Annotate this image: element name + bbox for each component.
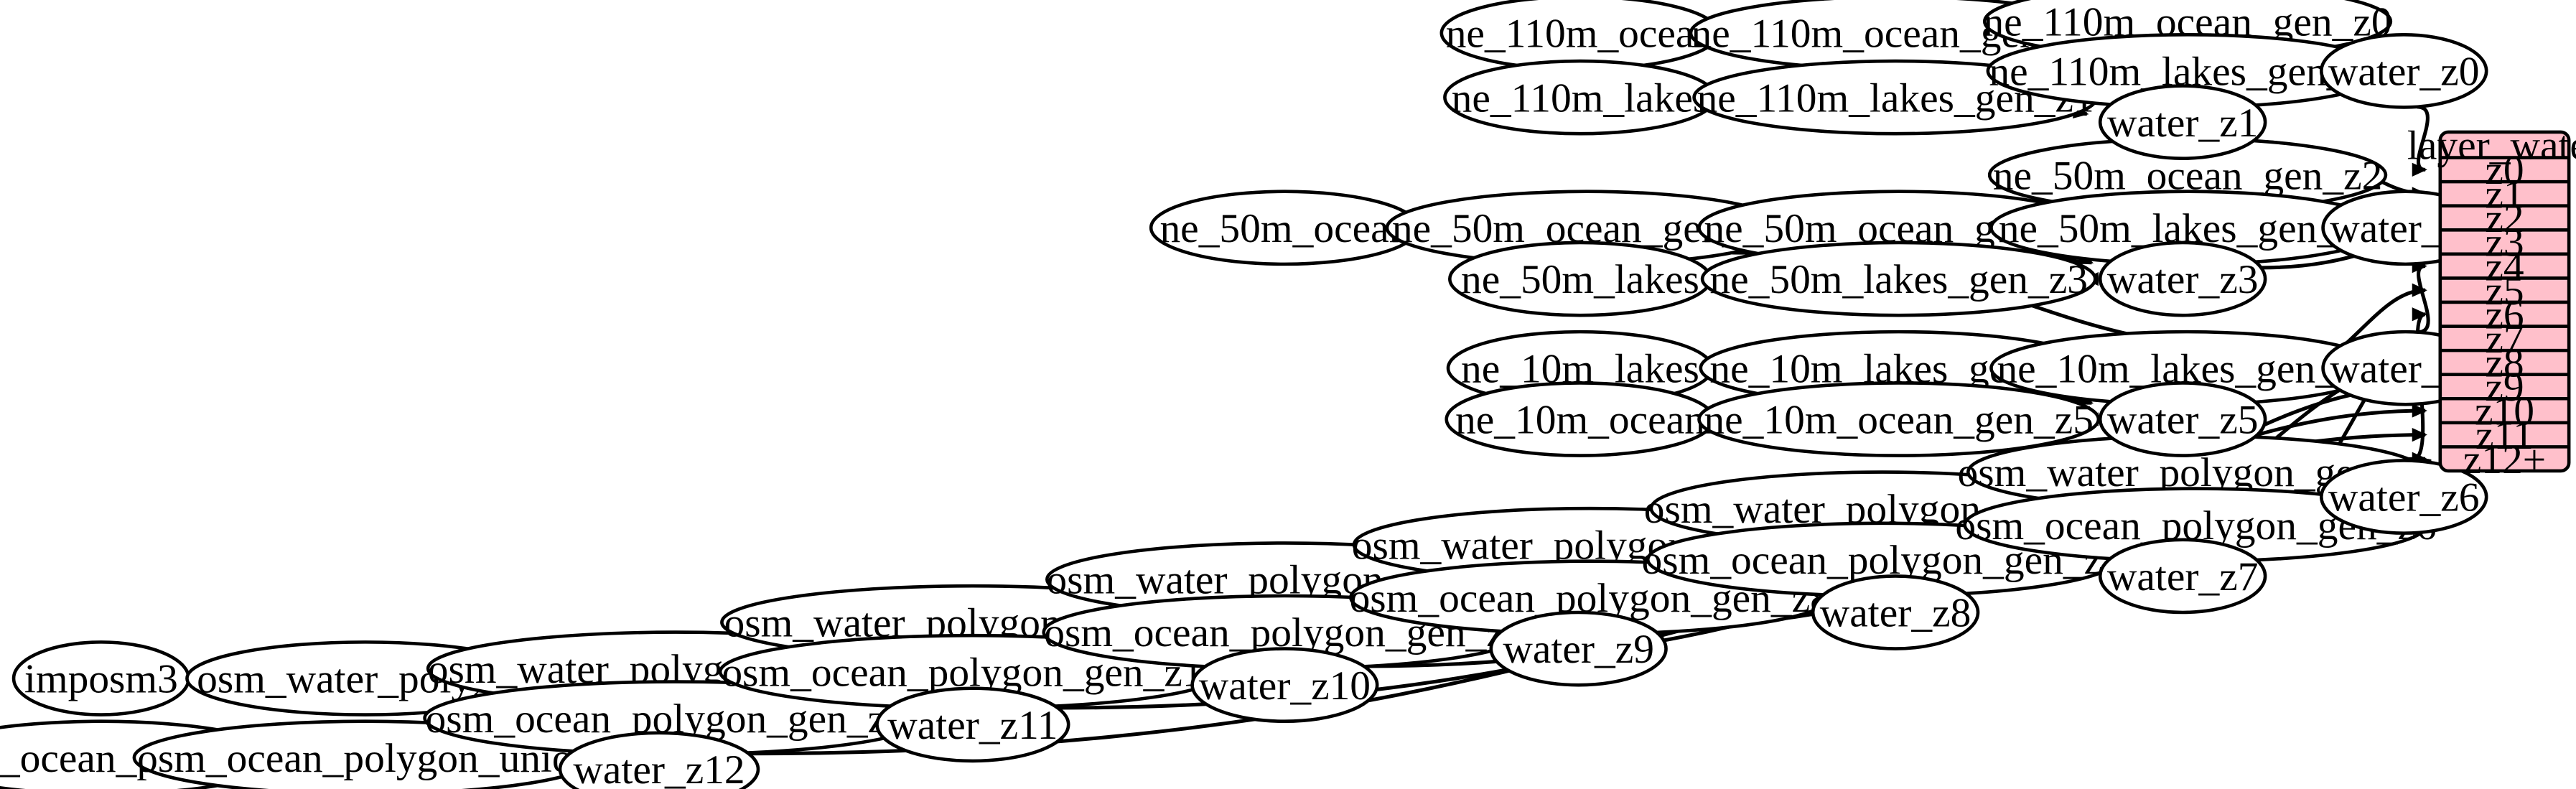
node-label: water_z7 — [2107, 554, 2259, 599]
node-label: water_z1 — [2107, 101, 2259, 146]
node-ellipse — [1811, 574, 1980, 650]
node-ellipse — [2319, 459, 2488, 535]
node-ellipse — [2319, 32, 2488, 109]
node-label: water_z6 — [2328, 475, 2480, 520]
graph-node[interactable]: water_z0 — [2319, 32, 2488, 109]
layer-water-row-z0[interactable]: z0 — [2485, 148, 2524, 193]
edge-arrowhead — [2412, 427, 2427, 442]
edge-arrowhead — [2412, 307, 2427, 322]
graph-node[interactable]: ne_10m_lakes_gen_z4 — [1989, 330, 2383, 406]
graph-node[interactable]: ne_50m_ocean — [1149, 190, 1420, 266]
node-label: ne_10m_ocean — [1455, 398, 1705, 443]
node-label: water_z3 — [2107, 257, 2259, 302]
graph-node[interactable]: ne_50m_lakes_gen_z3 — [1700, 241, 2097, 317]
graph-node[interactable]: water_z5 — [2098, 381, 2267, 457]
node-label: imposm3 — [24, 657, 178, 702]
node-label: ne_10m_ocean_gen_z5 — [1704, 398, 2094, 443]
graph-node[interactable]: ne_10m_ocean — [1445, 381, 1716, 457]
node-ellipse — [1700, 241, 2097, 317]
graph-node[interactable]: water_z6 — [2319, 459, 2488, 535]
node-label: ne_50m_lakes — [1461, 257, 1699, 302]
layer-water-table: layer_waterz0z1z2z3z4z5z6z7z8z9z10z11z12… — [2407, 123, 2576, 482]
node-ellipse — [558, 731, 760, 789]
graph-node[interactable]: water_z10 — [1190, 647, 1379, 724]
layer-water-row-z9[interactable]: z9 — [2485, 365, 2524, 410]
edge-arrowhead — [2412, 162, 2427, 177]
node-ellipse — [1489, 610, 1668, 687]
node-ellipse — [2098, 538, 2267, 615]
layer-water-row-z5[interactable]: z5 — [2485, 269, 2524, 314]
graph-node[interactable]: water_z3 — [2098, 241, 2267, 317]
edge-arrowhead — [2412, 283, 2427, 297]
node-label: water_z10 — [1199, 663, 1371, 709]
graph-node[interactable]: water_z12 — [558, 731, 760, 789]
graph-node[interactable]: water_z11 — [875, 686, 1070, 763]
graph-node[interactable]: water_z8 — [1811, 574, 1980, 650]
node-label: ne_50m_ocean — [1159, 206, 1409, 251]
graph-node[interactable]: ne_50m_ocean_gen_z2 — [1987, 136, 2388, 213]
node-label: water_z0 — [2328, 50, 2480, 95]
graph-node[interactable]: water_z9 — [1489, 610, 1668, 687]
graph-node[interactable]: ne_110m_lakes — [1443, 59, 1717, 136]
node-ellipse — [2098, 241, 2267, 317]
node-label: water_z9 — [1503, 627, 1654, 672]
node-label: water_z12 — [573, 747, 745, 789]
graph-node[interactable]: imposm3 — [11, 640, 191, 716]
node-ellipse — [2098, 381, 2267, 457]
node-label: ne_110m_lakes — [1452, 75, 1709, 121]
layer-water-table-header: layer_water — [2407, 123, 2576, 168]
graph-node[interactable]: water_z7 — [2098, 538, 2267, 615]
graph-node[interactable]: ne_50m_lakes — [1448, 241, 1712, 317]
layer-water-row-z2[interactable]: z2 — [2485, 196, 2524, 241]
graph-node[interactable]: water_z1 — [2098, 84, 2267, 161]
node-label: water_z5 — [2107, 398, 2259, 443]
layer-water-row-z12+[interactable]: z12+ — [2463, 437, 2546, 482]
layer-water-row-z1[interactable]: z1 — [2485, 172, 2524, 218]
graph-node[interactable]: ne_10m_ocean_gen_z5 — [1697, 381, 2101, 457]
graph-node[interactable]: ne_110m_ocean — [1439, 0, 1721, 71]
node-label: ne_110m_ocean — [1446, 11, 1714, 57]
layer-water-row-z4[interactable]: z4 — [2485, 244, 2524, 289]
node-label: water_z8 — [1820, 591, 1971, 636]
layer-water-row-z7[interactable]: z7 — [2485, 317, 2524, 362]
node-ellipse — [2098, 84, 2267, 161]
node-ellipse — [1190, 647, 1379, 724]
layer-water-row-z10[interactable]: z10 — [2475, 389, 2534, 434]
layer-water-row-z3[interactable]: z3 — [2485, 220, 2524, 266]
node-label: ne_50m_lakes_gen_z3 — [1709, 257, 2088, 302]
node-ellipse — [875, 686, 1070, 763]
edge-arrowhead — [2412, 403, 2427, 418]
layer-water-row-z8[interactable]: z8 — [2485, 341, 2524, 386]
layer-water-row-z6[interactable]: z6 — [2485, 292, 2524, 337]
layer-water-row-z11[interactable]: z11 — [2475, 413, 2534, 458]
node-label: water_z11 — [887, 703, 1058, 748]
